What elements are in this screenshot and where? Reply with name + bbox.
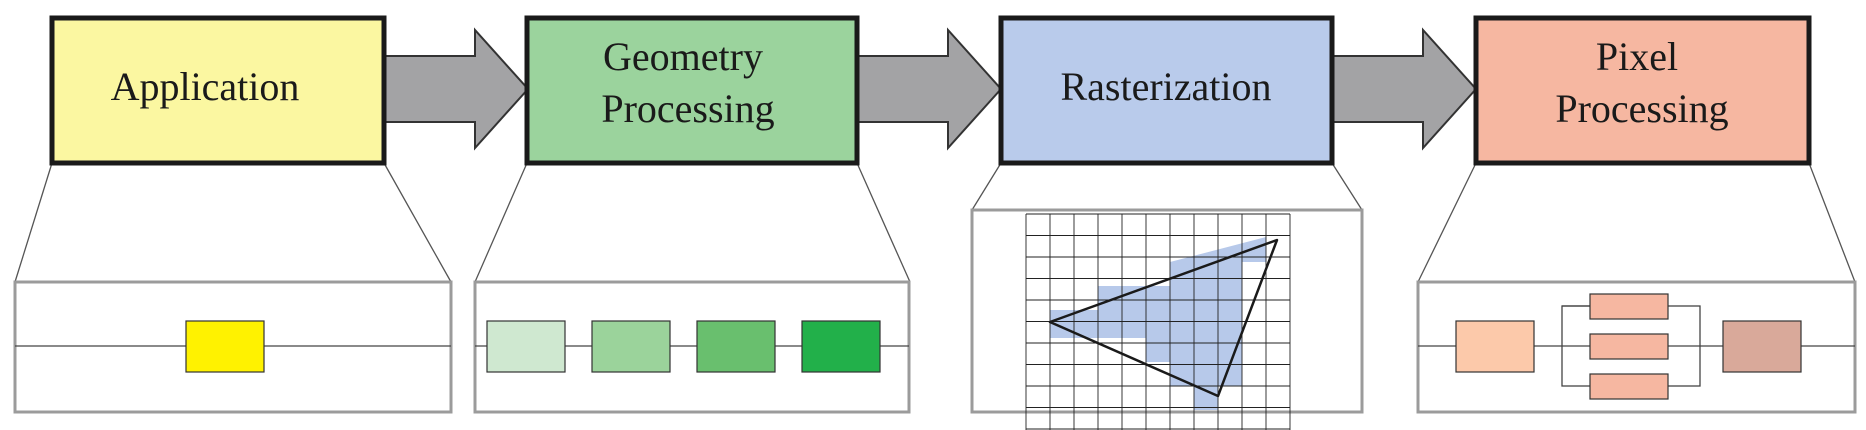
arrow-rasterization-to-pixel bbox=[1331, 27, 1478, 151]
detail-application bbox=[13, 280, 453, 414]
stage-label-rasterization: Rasterization bbox=[1060, 64, 1271, 109]
stage-rasterization: Rasterization bbox=[998, 15, 1335, 166]
pipeline-arrows bbox=[383, 27, 1478, 151]
zoom-lines bbox=[14, 162, 1856, 283]
substage-pixel-parallel-1 bbox=[1589, 293, 1669, 320]
substage-pixel-2 bbox=[1722, 320, 1802, 373]
stage-label-geometry-processing: Geometry Processing bbox=[601, 34, 774, 131]
raster-triangle bbox=[1048, 238, 1279, 398]
arrow-geometry-to-rasterization bbox=[856, 27, 1003, 151]
substage-geometry-4 bbox=[801, 320, 881, 373]
detail-rasterization bbox=[970, 208, 1364, 430]
substage-pixel-parallel-3 bbox=[1589, 373, 1669, 400]
stage-geometry-processing: Geometry Processing bbox=[524, 15, 860, 166]
raster-covered-pixels bbox=[1050, 237, 1266, 410]
raster-grid bbox=[1025, 213, 1291, 430]
substage-geometry-1 bbox=[486, 320, 566, 373]
stage-application: Application bbox=[49, 15, 387, 166]
arrow-application-to-geometry bbox=[383, 27, 530, 151]
stage-pixel-processing: Pixel Processing bbox=[1473, 15, 1812, 166]
substage-geometry-2 bbox=[591, 320, 671, 373]
detail-geometry-processing bbox=[473, 280, 911, 414]
substage-pixel-1 bbox=[1455, 320, 1535, 373]
substage-application bbox=[185, 320, 265, 373]
detail-pixel-processing bbox=[1416, 280, 1857, 414]
stage-label-application: Application bbox=[111, 64, 300, 109]
substage-geometry-3 bbox=[696, 320, 776, 373]
substage-pixel-parallel-2 bbox=[1589, 333, 1669, 360]
stage-label-pixel-processing: Pixel Processing bbox=[1555, 34, 1728, 131]
